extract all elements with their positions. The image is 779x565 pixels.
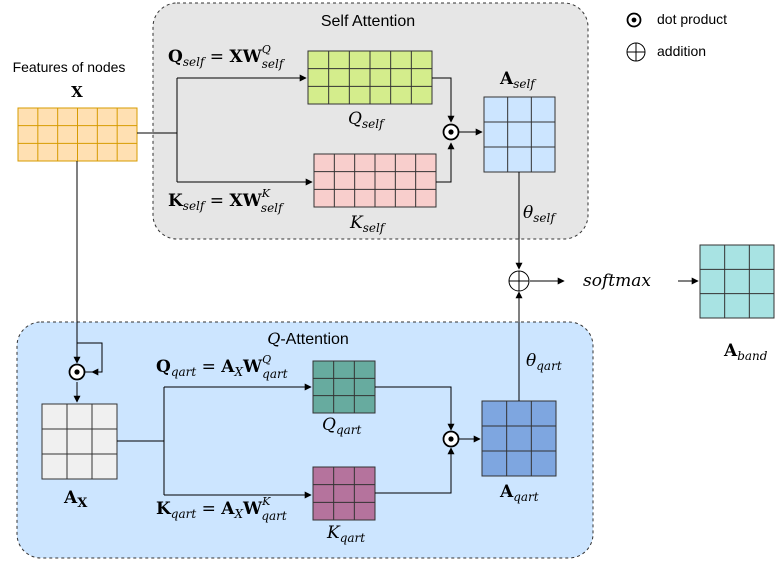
k-self-matrix [313,153,437,208]
x-matrix [17,107,138,162]
a-self-matrix [483,96,556,173]
q-qart-label: Qqart [322,415,362,437]
features-title: Features of nodes [13,59,126,75]
self-attention-title: Self Attention [321,13,415,30]
theta-self-label: θself [523,203,557,225]
a-qart-matrix [481,400,557,477]
legend-dot-icon [626,12,642,28]
connectors [73,74,699,499]
a-self-label: Aself [499,69,537,91]
a-band-label: Aband [723,341,768,363]
legend: dot product addition [626,11,727,62]
q-attention-panel [16,321,594,559]
legend-addition-icon [626,42,646,62]
a-band-matrix [699,244,775,319]
theta-qart-label: θqart [526,351,562,373]
legend-dot-label: dot product [657,11,727,27]
features-symbol: X [71,83,83,101]
k-self-label: Kself [349,213,387,235]
dot-product-ax-icon [68,363,86,381]
q-self-matrix [307,50,433,105]
q-self-label: Qself [348,109,386,131]
a-qart-label: Aqart [499,482,539,504]
q-attention-title: Q-Attention [267,329,349,348]
dot-product-qart-icon [442,430,460,448]
a-x-matrix [41,403,118,480]
k-qart-label: Kqart [326,523,365,545]
addition-icon [508,270,530,292]
legend-addition-label: addition [657,43,706,59]
k-qart-matrix [312,466,376,521]
a-x-label: AX [63,488,88,511]
self-attention-panel [152,2,589,240]
q-qart-matrix [312,360,376,414]
dot-product-self-icon [442,123,460,141]
softmax-label: softmax [583,271,651,291]
